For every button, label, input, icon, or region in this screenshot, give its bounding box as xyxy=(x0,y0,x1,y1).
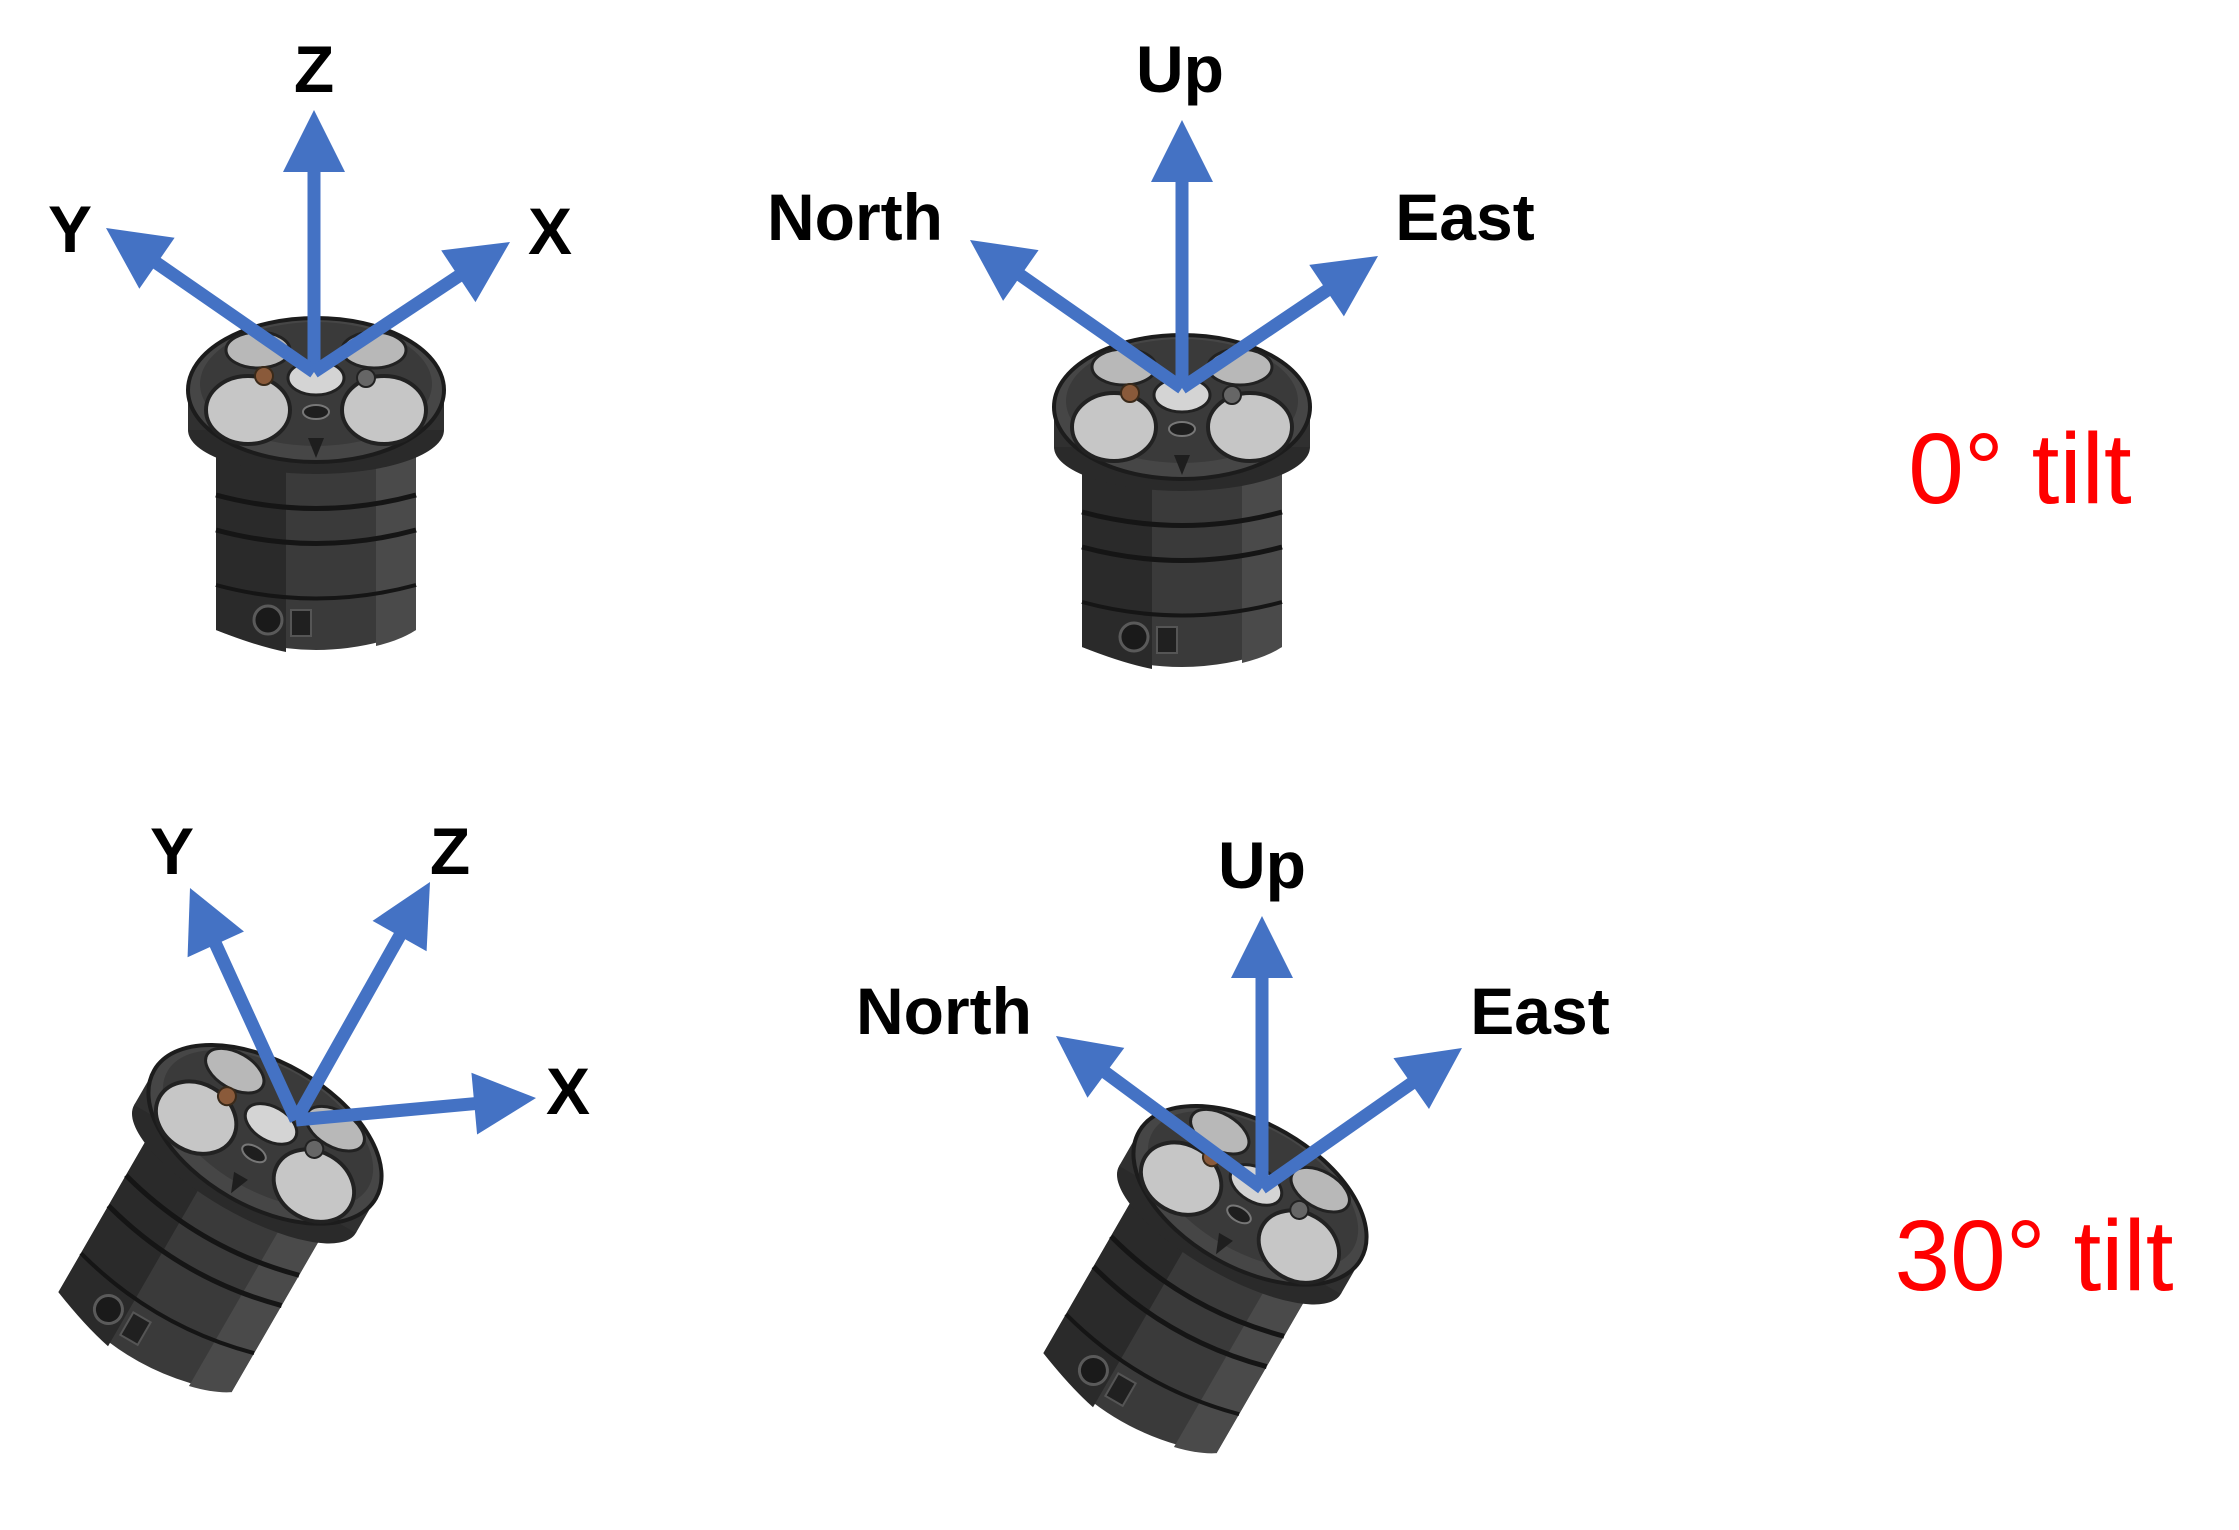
arrow-x xyxy=(295,1072,536,1135)
arrow-up xyxy=(1231,916,1293,1188)
arrow-east xyxy=(1178,256,1378,394)
axis-label-east: East xyxy=(1395,180,1534,254)
axis-arrows xyxy=(106,110,1462,1194)
arrow-up xyxy=(1151,120,1213,388)
axis-label-z: Z xyxy=(430,814,470,888)
tilt-label-bottom: 30° tilt xyxy=(1894,1200,2173,1312)
axis-label-up: Up xyxy=(1136,32,1224,106)
tilted-instrument-device xyxy=(23,1008,412,1425)
arrow-north xyxy=(970,240,1186,394)
axis-label-east: East xyxy=(1470,974,1609,1048)
axis-label-x: X xyxy=(546,1054,590,1128)
arrow-z xyxy=(283,110,345,372)
axis-label-x: X xyxy=(528,194,572,268)
arrow-y xyxy=(106,228,318,378)
arrow-y xyxy=(187,888,302,1123)
arrow-z xyxy=(290,882,430,1124)
axis-label-north: North xyxy=(856,974,1032,1048)
arrow-north xyxy=(1056,1036,1266,1194)
axis-label-up: Up xyxy=(1218,828,1306,902)
arrow-x xyxy=(310,242,510,378)
axis-label-y: Y xyxy=(150,814,194,888)
axis-label-north: North xyxy=(767,180,943,254)
axis-label-y: Y xyxy=(48,192,92,266)
axis-label-z: Z xyxy=(294,32,334,106)
arrow-east xyxy=(1258,1048,1462,1194)
tilt-label-top: 0° tilt xyxy=(1908,413,2132,525)
